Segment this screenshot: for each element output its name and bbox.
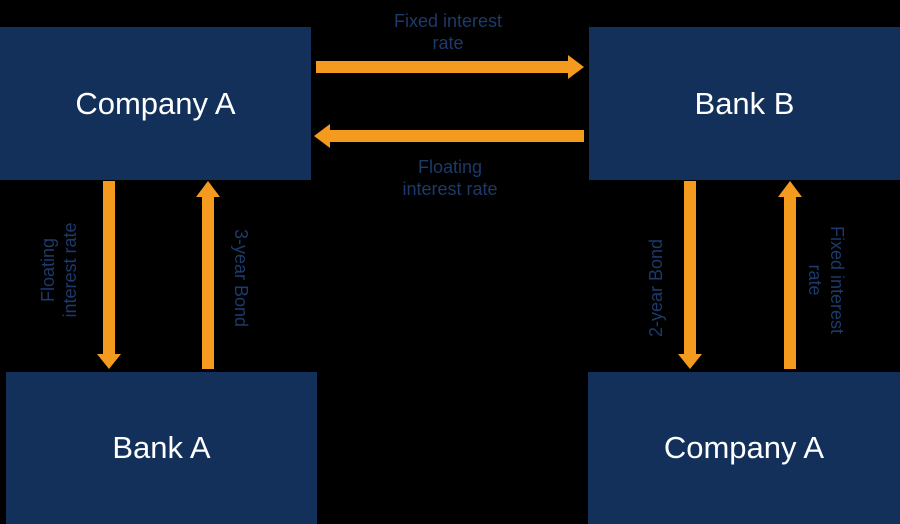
arrow-down-floating (97, 181, 121, 369)
company-a-bottom-box: Company A (588, 372, 900, 524)
company-a-bottom-label: Company A (663, 430, 825, 465)
arrow-down-2year-bond (678, 181, 702, 369)
label-floating-interest-left: Floating interest rate (38, 222, 80, 318)
arrow-up-3year-bond (196, 181, 220, 369)
label-fixed-interest-right: Fixed interest rate (805, 225, 847, 335)
label-fixed-interest-top: Fixed interest rate (393, 11, 503, 53)
arrow-up-fixed (778, 181, 802, 369)
bank-a-box: Bank A (6, 372, 317, 524)
label-floating-interest-top: Floating interest rate (402, 157, 498, 199)
arrow-left-floating (314, 124, 584, 148)
bank-a-label: Bank A (112, 430, 211, 465)
arrow-right-fixed (316, 55, 584, 79)
label-3year-bond: 3-year Bond (231, 228, 251, 328)
bank-b-label: Bank B (694, 85, 795, 121)
label-2year-bond: 2-year Bond (646, 238, 666, 338)
company-a-top-label: Company A (75, 85, 236, 121)
company-a-top-box: Company A (0, 27, 311, 180)
bank-b-box: Bank B (589, 27, 900, 180)
